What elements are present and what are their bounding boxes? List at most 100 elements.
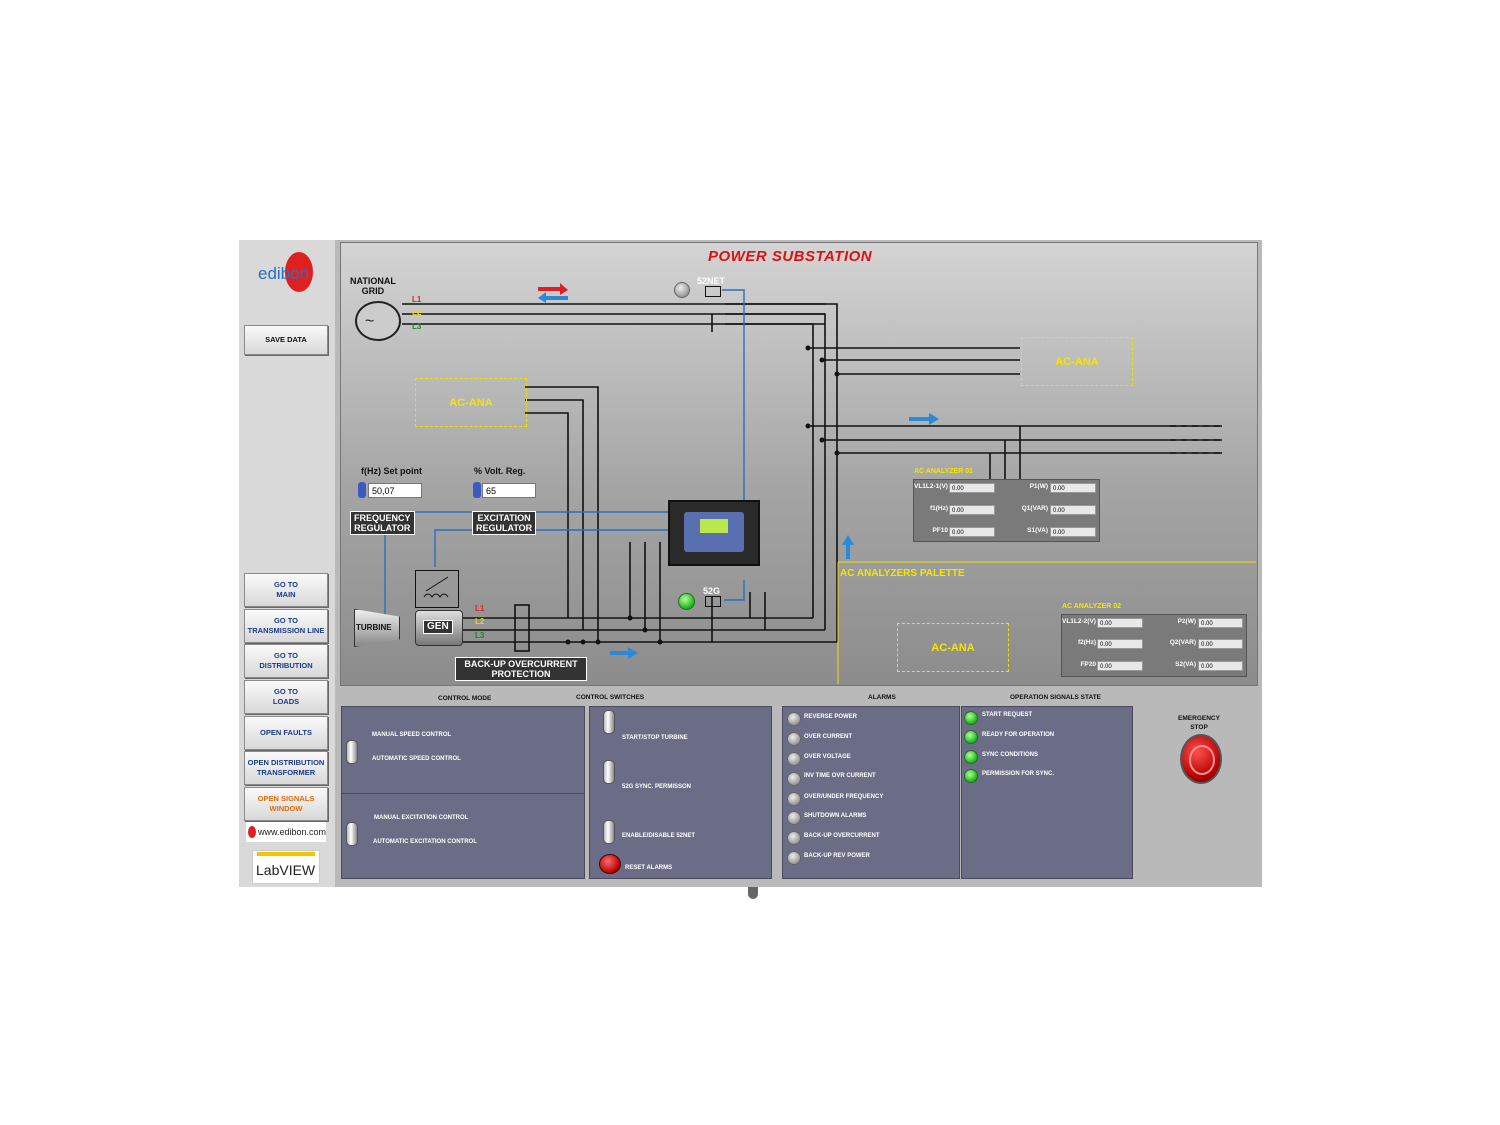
open-distribution-transformer-button[interactable]: OPEN DISTRIBUTION TRANSFORMER <box>244 751 328 785</box>
analyzer2-title: AC ANALYZER 02 <box>1062 603 1121 610</box>
signal-label: SYNC CONDITIONS <box>982 752 1039 758</box>
go-to-distribution-button[interactable]: GO TO DISTRIBUTION <box>244 644 328 678</box>
go-to-transmission-line-button[interactable]: GO TO TRANSMISSION LINE <box>244 609 328 643</box>
volt-reg-label: % Volt. Reg. <box>474 466 526 476</box>
alarm-label: SHUTDOWN ALARMS <box>804 813 867 819</box>
ac-ana-block-right[interactable]: AC-ANA <box>1021 337 1133 386</box>
signal-led <box>964 711 978 725</box>
alarm-label: BACK-UP REV POWER <box>804 853 870 859</box>
alarms-panel <box>782 706 960 879</box>
wiring-diagram <box>384 289 1256 684</box>
national-grid-label: NATIONAL GRID <box>350 276 396 296</box>
reset-alarms-button[interactable] <box>599 854 621 874</box>
phase-l1-label: L1 <box>412 295 422 304</box>
gen-phase-l1-label: L1 <box>475 604 485 613</box>
excitation-mode-toggle[interactable] <box>346 822 358 846</box>
gen-label: GEN <box>423 620 453 634</box>
analyzer1-value: 0.00 <box>949 527 995 537</box>
freq-setpoint-spinner-icon[interactable] <box>358 482 366 498</box>
breaker-52net-icon[interactable] <box>705 286 721 297</box>
enable-52net-label: ENABLE/DISABLE 52NET <box>622 833 696 839</box>
ac-ana-block-palette[interactable]: AC-ANA <box>897 623 1009 672</box>
freq-setpoint-input[interactable]: 50,07 <box>368 483 422 498</box>
speed-control-panel <box>341 706 585 794</box>
alarm-led <box>787 851 801 865</box>
gen-phase-l2-label: L2 <box>475 617 485 626</box>
volt-reg-spinner-icon[interactable] <box>473 482 481 498</box>
backup-overcurrent-protection-label: BACK-UP OVERCURRENT PROTECTION <box>455 657 587 681</box>
breaker-52g-indicator <box>678 593 695 610</box>
analyzer1-value: 0.00 <box>949 505 995 515</box>
signal-led <box>964 730 978 744</box>
logo-text: edibon <box>258 264 309 283</box>
alarm-led <box>787 831 801 845</box>
alarm-led <box>787 811 801 825</box>
edibon-logo: edibon <box>256 248 316 296</box>
flow-right-arrow-bottom-icon <box>610 647 638 659</box>
auto-speed-label: AUTOMATIC SPEED CONTROL <box>372 756 461 762</box>
speed-mode-toggle[interactable] <box>346 740 358 764</box>
alarms-header: ALARMS <box>868 694 896 701</box>
analyzer1-label: VL1L2-1(V) <box>914 483 948 490</box>
breaker-52g-label: 52G <box>703 586 721 596</box>
analyzer1-value: 0.00 <box>1050 505 1096 515</box>
save-data-button[interactable]: SAVE DATA <box>244 325 328 355</box>
analyzer2-label: Q2(VAR) <box>1169 639 1196 646</box>
edibon-mini-logo-icon <box>248 826 256 838</box>
sync-permission-toggle[interactable] <box>603 760 615 784</box>
excitation-regulator-label: EXCITATION REGULATOR <box>472 511 537 535</box>
analyzer2-value: 0.00 <box>1198 618 1243 628</box>
start-stop-turbine-label: START/STOP TURBINE <box>622 735 688 741</box>
flow-right-arrow-icon <box>909 413 939 425</box>
control-mode-header: CONTROL MODE <box>438 695 492 702</box>
operation-signals-header: OPERATION SIGNALS STATE <box>1010 694 1102 701</box>
signal-label: PERMISSION FOR SYNC. <box>982 771 1055 777</box>
alarm-label: INV TIME OVR CURRENT <box>804 773 876 779</box>
generator-controller-icon <box>668 500 760 566</box>
analyzer1-title: AC ANALYZER 01 <box>914 468 973 475</box>
emergency-stop-label: EMERGENCY STOP <box>1178 715 1220 731</box>
volt-reg-input[interactable]: 65 <box>482 483 536 498</box>
sync-permission-label: 52G SYNC. PERMISSON <box>622 784 692 790</box>
analyzer1-value: 0.00 <box>1050 527 1096 537</box>
signal-label: READY FOR OPERATION <box>982 732 1055 738</box>
start-stop-turbine-toggle[interactable] <box>603 710 615 734</box>
analyzer1-label: S1(VA) <box>1027 527 1048 534</box>
operation-signals-panel <box>961 706 1133 879</box>
reset-alarms-label: RESET ALARMS <box>625 865 673 871</box>
alarm-led <box>787 772 801 786</box>
website-link[interactable]: www.edibon.com <box>246 822 326 842</box>
analyzer2-value: 0.00 <box>1097 661 1143 671</box>
ac-source-icon: ~ <box>355 301 401 341</box>
alarm-label: OVER CURRENT <box>804 734 853 740</box>
analyzer2-label: f2(Hz) <box>1077 639 1096 646</box>
alarm-label: BACK-UP OVERCURRENT <box>804 833 880 839</box>
analyzer2-label: P2(W) <box>1177 618 1196 625</box>
open-faults-button[interactable]: OPEN FAULTS <box>244 716 328 750</box>
analyzer1-label: P1(W) <box>1029 483 1048 490</box>
go-to-loads-button[interactable]: GO TO LOADS <box>244 680 328 714</box>
excitation-control-panel <box>341 793 585 879</box>
alarm-led <box>787 752 801 766</box>
emergency-stop-button[interactable] <box>1180 734 1222 784</box>
alarm-label: OVER VOLTAGE <box>804 754 851 760</box>
enable-52net-toggle[interactable] <box>603 820 615 844</box>
open-signals-window-button[interactable]: OPEN SIGNALS WINDOW <box>244 787 328 821</box>
analyzer1-value: 0.00 <box>949 483 995 493</box>
analyzer2-label: VL1L2-2(V) <box>1062 618 1096 625</box>
analyzer1-value: 0.00 <box>1050 483 1096 493</box>
go-to-main-button[interactable]: GO TO MAIN <box>244 573 328 607</box>
phase-l3-label: L3 <box>412 322 422 331</box>
ac-ana-block-left[interactable]: AC-ANA <box>415 378 527 427</box>
labview-logo: LabVIEW <box>252 850 320 884</box>
breaker-52net-indicator <box>674 282 690 298</box>
alarm-led <box>787 732 801 746</box>
control-switches-panel <box>589 706 772 879</box>
diagram-canvas <box>340 242 1258 686</box>
frequency-regulator-label: FREQUENCY REGULATOR <box>350 511 415 535</box>
window-handle-icon <box>748 887 758 899</box>
flow-up-arrow-icon <box>842 535 854 559</box>
breaker-52g-icon[interactable] <box>705 596 721 607</box>
analyzer1-label: f1(Hz) <box>929 505 948 512</box>
ac-analyzers-palette-label: AC ANALYZERS PALETTE <box>840 568 965 579</box>
